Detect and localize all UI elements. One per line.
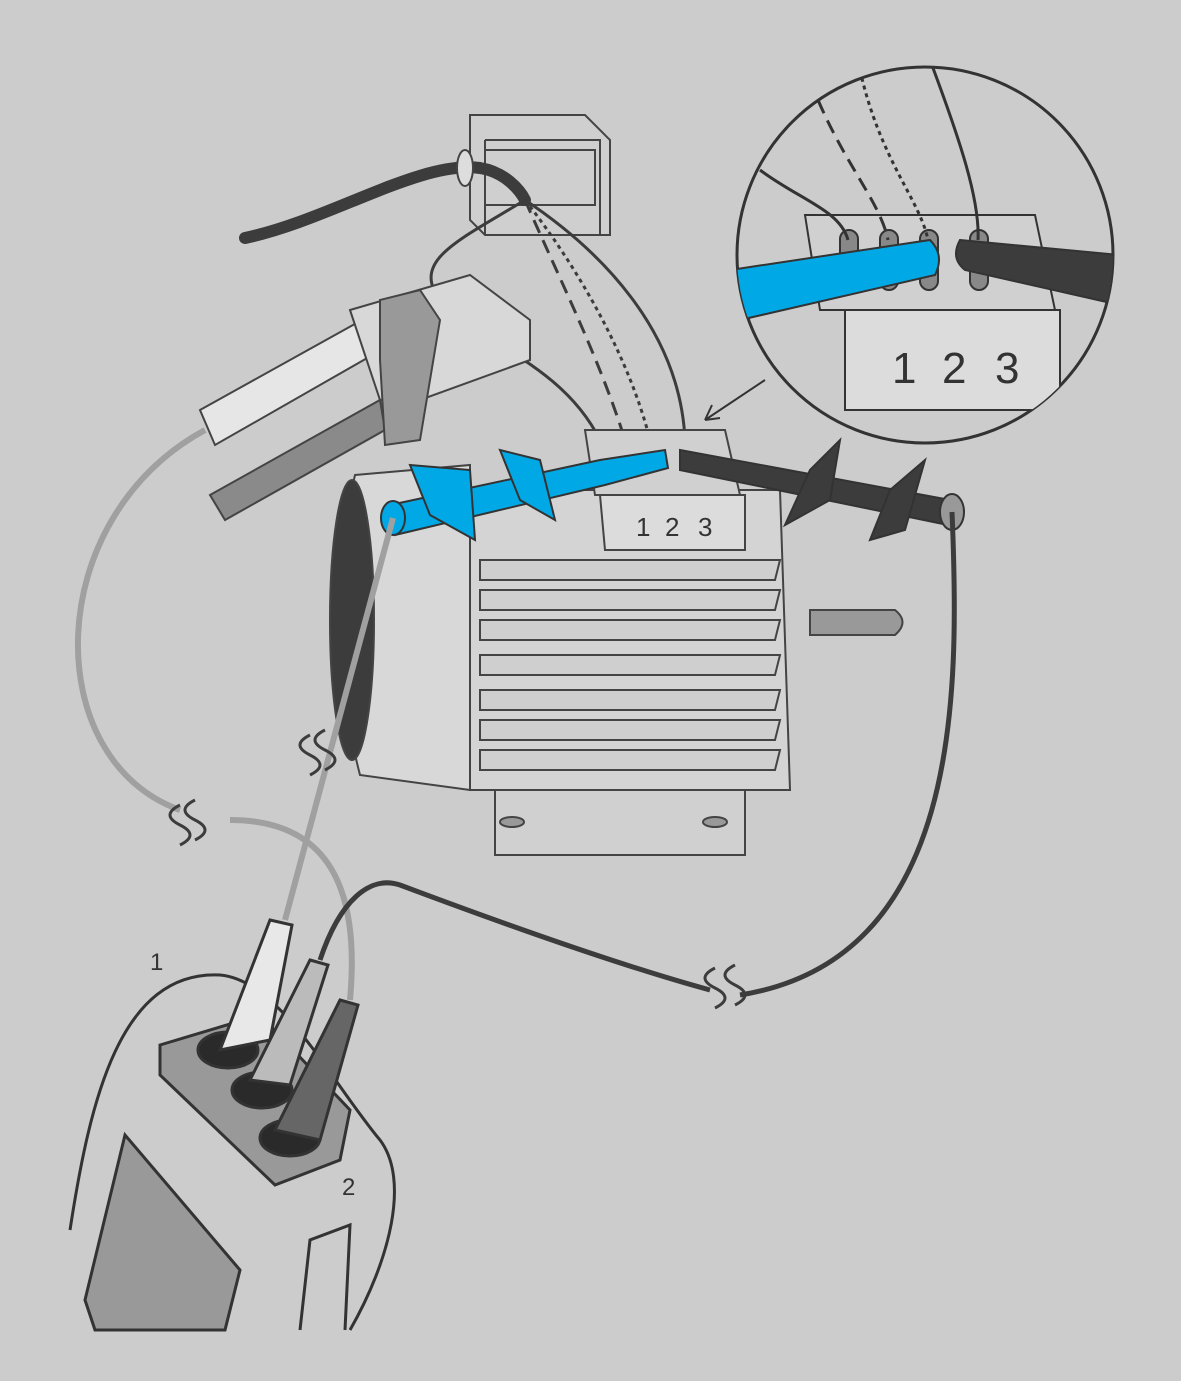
insulation-tester bbox=[68, 918, 396, 1332]
detail-terminal-label-1: 1 bbox=[892, 344, 916, 393]
clamp-lead bbox=[74, 427, 355, 1001]
socket-label-2: 2 bbox=[342, 1174, 355, 1201]
break-symbol-black bbox=[703, 963, 747, 1010]
socket-label-1: 1 bbox=[150, 949, 163, 976]
junction-box bbox=[469, 114, 611, 236]
break-symbol-clamp bbox=[168, 798, 207, 847]
current-clamp bbox=[198, 273, 531, 522]
black-probe-lead bbox=[317, 511, 957, 998]
motor-terminal-label-2: 2 bbox=[665, 512, 679, 542]
terminal-detail-view bbox=[735, 65, 1115, 445]
motor-terminal-label-1: 1 bbox=[636, 512, 650, 542]
supply-cable bbox=[239, 161, 531, 244]
detail-arrow bbox=[704, 379, 766, 421]
cable-gland bbox=[456, 149, 474, 187]
electric-motor bbox=[329, 429, 904, 856]
motor-terminal-label-3: 3 bbox=[698, 512, 712, 542]
black-test-probe bbox=[679, 437, 965, 542]
blue-test-probe bbox=[380, 448, 670, 542]
detail-terminal-label-3: 3 bbox=[995, 344, 1019, 393]
break-symbol-blue bbox=[298, 728, 337, 777]
blue-probe-lead bbox=[282, 517, 396, 921]
detail-terminal-label-2: 2 bbox=[942, 344, 966, 393]
